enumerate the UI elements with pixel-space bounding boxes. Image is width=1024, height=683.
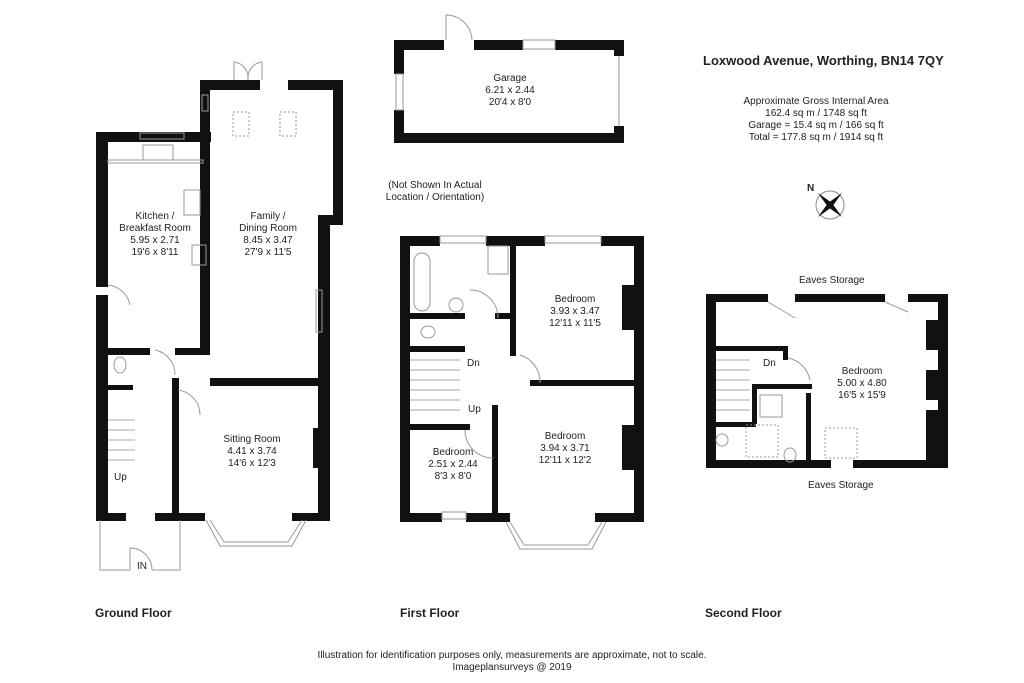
room-bedroom-2: Bedroom 3.94 x 3.71 12'11 x 12'2	[538, 431, 592, 466]
compass-rose-icon	[815, 190, 845, 220]
area-main: 162.4 sq m / 1748 sq ft	[765, 108, 867, 119]
footer: Illustration for identification purposes…	[318, 650, 707, 674]
garage-note: (Not Shown In Actual Location / Orientat…	[385, 180, 485, 203]
first-stairs-down: Dn	[467, 358, 480, 369]
first-floor-label: First Floor	[400, 606, 460, 620]
disclaimer: Illustration for identification purposes…	[317, 650, 707, 661]
room-attic-bedroom: Bedroom 5.00 x 4.80 16'5 x 15'9	[837, 366, 887, 401]
credit: Imageplansurveys @ 2019	[452, 662, 572, 673]
room-sitting: Sitting Room 4.41 x 3.74 14'6 x 12'3	[223, 434, 281, 469]
property-address: Loxwood Avenue, Worthing, BN14 7QY	[703, 53, 944, 68]
eaves-storage-bottom: Eaves Storage	[808, 480, 874, 491]
eaves-storage-top: Eaves Storage	[799, 275, 865, 286]
area-total: Total = 177.8 sq m / 1914 sq ft	[748, 132, 884, 143]
area-summary: Approximate Gross Internal Area 162.4 sq…	[743, 96, 888, 144]
garage-wall-top	[394, 40, 624, 50]
compass-north-label: N	[807, 183, 815, 194]
entrance-label: IN	[137, 561, 147, 572]
ground-floor-label: Ground Floor	[95, 606, 172, 620]
room-bedroom-3: Bedroom 2.51 x 2.44 8'3 x 8'0	[428, 447, 478, 482]
ground-stairs-up: Up	[114, 472, 127, 483]
first-stairs-up: Up	[468, 404, 481, 415]
second-stairs-down: Dn	[763, 358, 776, 369]
garage-label: Garage 6.21 x 2.44 20'4 x 8'0	[485, 73, 535, 108]
room-kitchen: Kitchen / Breakfast Room 5.95 x 2.71 19'…	[119, 211, 191, 258]
garage-wall-bottom	[394, 133, 624, 143]
room-bedroom-1: Bedroom 3.93 x 3.47 12'11 x 11'5	[549, 294, 601, 329]
area-garage: Garage = 15.4 sq m / 166 sq ft	[748, 120, 884, 131]
second-floor-label: Second Floor	[705, 606, 782, 620]
room-family-dining: Family / Dining Room 8.45 x 3.47 27'9 x …	[239, 211, 297, 258]
area-title: Approximate Gross Internal Area	[743, 96, 889, 107]
